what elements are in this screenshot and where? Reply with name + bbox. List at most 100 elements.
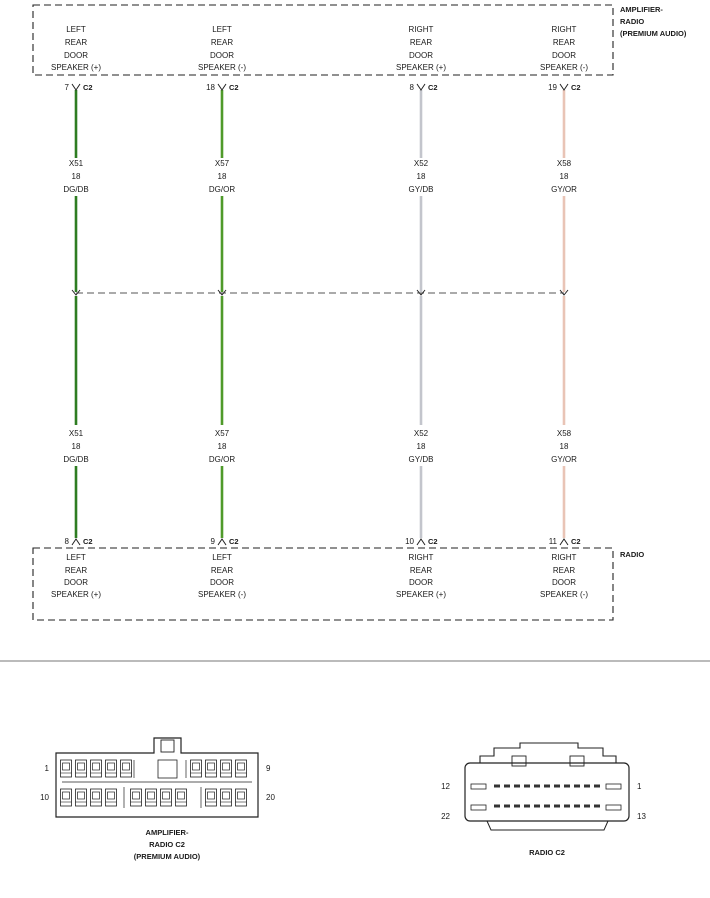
radio-connector-latch-right: [569, 755, 585, 767]
circuit-3-bottom-text-1: RIGHT: [409, 553, 434, 562]
amplifier-cavity: [205, 759, 217, 778]
circuit-1-bottom-text-3: DOOR: [64, 578, 88, 587]
radio-corner-pad: [470, 783, 487, 790]
circuit-4: RIGHT REAR DOOR SPEAKER (-) 19 C2 X58 18…: [540, 25, 588, 599]
radio-pin-label-22: 22: [441, 812, 450, 821]
circuit-1-lower-wire-code: X51: [69, 429, 84, 438]
circuit-1-bottom-terminal: [71, 538, 81, 546]
circuit-2-top-pin: 18: [206, 83, 215, 92]
amplifier-pin-label-9: 9: [266, 764, 271, 773]
amplifier-radio-module-name-line-2: RADIO: [620, 17, 644, 26]
circuit-1-bottom-text-4: SPEAKER (+): [51, 590, 101, 599]
circuit-4-top-text-2: REAR: [553, 38, 575, 47]
radio-cavity: [574, 784, 580, 788]
circuit-1-upper-wire-gauge: 18: [72, 172, 81, 181]
radio-pin-label-13: 13: [637, 812, 646, 821]
radio-connector-cavities: [470, 783, 622, 811]
radio-cavity: [544, 784, 550, 788]
circuit-2-upper-wire-gauge: 18: [218, 172, 227, 181]
circuit-2: LEFT REAR DOOR SPEAKER (-) 18 C2 X57 18 …: [198, 25, 246, 599]
amplifier-radio-module-boundary: [32, 4, 614, 76]
circuit-1-top-text-2: REAR: [65, 38, 87, 47]
radio-module-boundary: [32, 547, 614, 621]
circuit-4-bottom-text-1: RIGHT: [552, 553, 577, 562]
radio-cavity: [544, 804, 550, 808]
radio-cavity: [554, 784, 560, 788]
circuit-2-bottom-text-2: REAR: [211, 566, 233, 575]
circuit-4-top-text-1: RIGHT: [552, 25, 577, 34]
circuit-4-top-text-4: SPEAKER (-): [540, 63, 588, 72]
radio-cavity: [534, 804, 540, 808]
circuit-1-top-text-3: DOOR: [64, 51, 88, 60]
circuit-2-top-text-2: REAR: [211, 38, 233, 47]
circuit-3-bottom-pin: 10: [405, 537, 414, 546]
amplifier-cavity: [105, 788, 117, 807]
circuit-1-top-connector: C2: [83, 83, 93, 92]
circuit-1-upper-wire-code: X51: [69, 159, 84, 168]
radio-c2-connector-view: 12 1 22 13 RADIO C2: [441, 742, 646, 857]
circuit-3-top-text-1: RIGHT: [409, 25, 434, 34]
circuit-3: RIGHT REAR DOOR SPEAKER (+) 8 C2 X52 18 …: [396, 25, 446, 599]
circuit-2-lower-wire-gauge: 18: [218, 442, 227, 451]
amplifier-cavity: [220, 788, 232, 807]
circuit-2-bottom-pin: 9: [211, 537, 216, 546]
circuit-4-bottom-text-4: SPEAKER (-): [540, 590, 588, 599]
radio-cavity: [524, 784, 530, 788]
amplifier-cavity: [105, 759, 117, 778]
amplifier-cavity: [130, 788, 142, 807]
circuit-1-inline-terminal: [71, 289, 81, 296]
amplifier-cavity: [145, 788, 157, 807]
circuit-2-bottom-text-3: DOOR: [210, 578, 234, 587]
circuit-2-lower-wire-color: DG/OR: [209, 455, 235, 464]
amplifier-key-slot: [157, 759, 178, 779]
radio-module: RADIO: [32, 547, 644, 621]
circuit-4-lower-wire-gauge: 18: [560, 442, 569, 451]
circuit-2-bottom-connector: C2: [229, 537, 239, 546]
amplifier-pin-label-1: 1: [45, 764, 50, 773]
circuit-1-bottom-text-2: REAR: [65, 566, 87, 575]
circuit-3-top-pin: 8: [410, 83, 415, 92]
circuit-1-bottom-connector: C2: [83, 537, 93, 546]
radio-connector-body: [464, 762, 630, 822]
circuit-3-lower-wire-code: X52: [414, 429, 429, 438]
circuit-4-lower-wire-color: GY/OR: [551, 455, 577, 464]
amplifier-cavity: [120, 759, 132, 778]
amplifier-pin-label-20: 20: [266, 793, 275, 802]
circuit-3-bottom-connector: C2: [428, 537, 438, 546]
circuit-3-upper-wire-color: GY/DB: [409, 185, 434, 194]
radio-module-name: RADIO: [620, 550, 644, 559]
radio-cavity: [594, 784, 600, 788]
amplifier-connector-cavities: [60, 759, 247, 808]
circuit-2-inline-terminal: [217, 289, 227, 296]
circuit-4-bottom-text-2: REAR: [553, 566, 575, 575]
circuit-4-bottom-connector: C2: [571, 537, 581, 546]
radio-cavity: [554, 804, 560, 808]
amplifier-cavity: [235, 759, 247, 778]
amplifier-radio-module: AMPLIFIER- RADIO (PREMIUM AUDIO): [32, 4, 687, 76]
circuit-4-top-terminal: [559, 83, 569, 91]
amplifier-radio-c2-connector-view: 1 9 10 20 AMPLIFIER- RADIO C2 (PREMIUM A…: [40, 737, 275, 861]
amplifier-connector-latch: [160, 739, 175, 753]
amplifier-cavity: [60, 759, 72, 778]
radio-cavity: [564, 804, 570, 808]
circuit-1-upper-wire-color: DG/DB: [63, 185, 88, 194]
amplifier-cavity: [220, 759, 232, 778]
radio-cavity: [574, 804, 580, 808]
radio-cavity: [584, 804, 590, 808]
circuit-3-top-text-2: REAR: [410, 38, 432, 47]
circuit-3-bottom-text-3: DOOR: [409, 578, 433, 587]
amplifier-cavity: [175, 788, 187, 807]
circuit-1-lower-wire-color: DG/DB: [63, 455, 88, 464]
circuit-1-top-text-1: LEFT: [66, 25, 86, 34]
circuit-4-top-connector: C2: [571, 83, 581, 92]
amplifier-cavity: [90, 788, 102, 807]
radio-corner-pad: [470, 804, 487, 811]
radio-cavity: [564, 784, 570, 788]
circuit-4-upper-wire-color: GY/OR: [551, 185, 577, 194]
circuit-4-bottom-text-3: DOOR: [552, 578, 576, 587]
radio-cavity: [494, 784, 500, 788]
circuit-4-bottom-pin: 11: [549, 537, 558, 546]
circuit-1-lower-wire-gauge: 18: [72, 442, 81, 451]
amplifier-radio-module-name-line-3: (PREMIUM AUDIO): [620, 29, 687, 38]
